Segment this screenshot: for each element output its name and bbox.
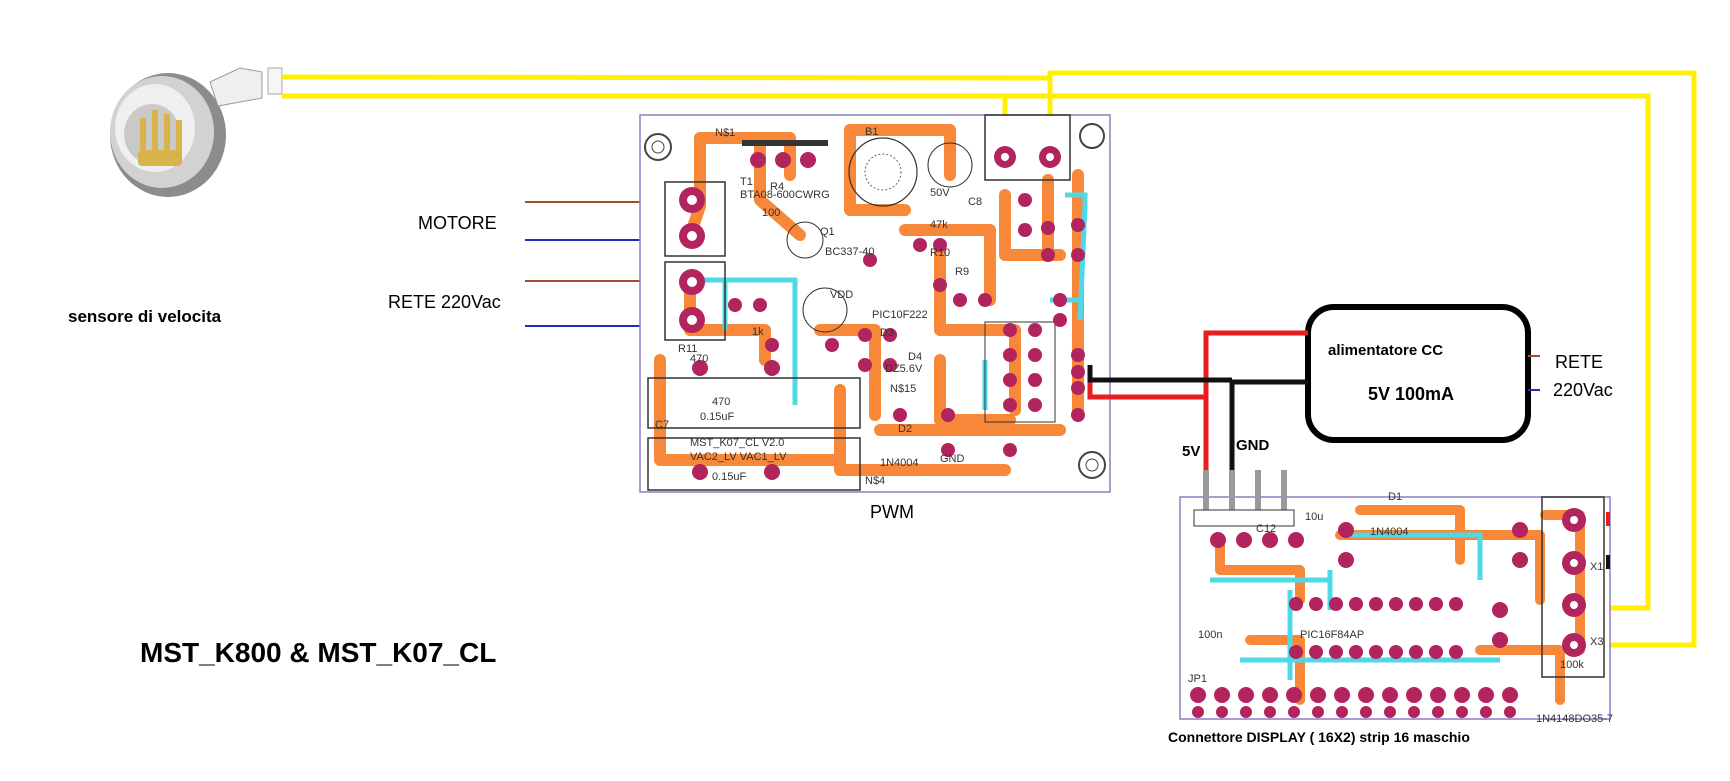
bridge-b1-label: B1 — [865, 126, 878, 138]
psu-mains-line1: RETE — [1555, 352, 1603, 372]
psu-spec: 5V 100mA — [1368, 384, 1454, 404]
resistor-r9-label: R9 — [955, 266, 969, 278]
resistor-100-label: 100 — [762, 207, 780, 219]
zener-label: DZ5.6V — [885, 363, 923, 375]
net-gnd-label: GND — [940, 453, 965, 465]
net-vdd-label: VDD — [830, 289, 853, 301]
cap-50v-label: 50V — [930, 187, 950, 199]
power-supply — [1305, 304, 1531, 443]
display-connector-label: Connettore DISPLAY ( 16X2) strip 16 masc… — [1168, 729, 1470, 745]
display-r100k-label: 100k — [1560, 659, 1584, 671]
supply-wires — [1087, 330, 1308, 497]
board-version-silk: MST_K07_CL V2.0 — [690, 437, 784, 449]
resistor-1k-label: 1k — [752, 326, 764, 338]
diode-d3-label: D3 — [880, 327, 894, 339]
pwm-ic-label: PIC10F222 — [872, 309, 928, 321]
motor-label: MOTORE — [418, 213, 497, 233]
display-c12-label: C12 — [1256, 523, 1276, 535]
cap-c8-label: C8 — [968, 196, 982, 208]
resistor-r11-label: R11 — [678, 343, 697, 355]
net-n4-label: N$4 — [865, 475, 885, 487]
net-vac-label: VAC2_LV VAC1_LV — [690, 451, 787, 463]
sensor-label: sensore di velocita — [68, 307, 222, 326]
display-1n4004-label: 1N4004 — [1370, 526, 1409, 538]
header-5v-label: 5V — [1182, 443, 1200, 460]
psu-mains-line2: 220Vac — [1553, 380, 1613, 400]
resistor-r10-label: R10 — [930, 247, 950, 259]
display-diode-label: 1N4148DO35-7 — [1536, 713, 1613, 725]
cap-c7-label: C7 — [655, 419, 669, 431]
net-n1-label: N$1 — [715, 127, 735, 139]
diode-label: 1N4004 — [880, 457, 919, 469]
resistor-470b-label: 470 — [712, 396, 730, 408]
psu-title: alimentatore CC — [1328, 342, 1443, 359]
display-board: PIC16F84AP 1N4148DO35-7 100k 100n JP1 X3… — [1179, 470, 1613, 725]
cap-value-bottom-label: 0.15uF — [712, 471, 747, 483]
diode-d4-label: D4 — [908, 351, 922, 363]
display-d1-label: D1 — [1388, 491, 1402, 503]
pwm-board-label: PWM — [870, 502, 914, 522]
sensor-wires — [281, 70, 1697, 648]
pwm-board: N$1 BTA08-600CWRG BC337-40 PIC10F222 VDD… — [639, 114, 1111, 493]
diode-d2-label: D2 — [898, 423, 912, 435]
triac-t1-label: T1 — [740, 176, 753, 188]
display-x3-label: X3 — [1590, 636, 1603, 648]
transistor-label: BC337-40 — [825, 246, 875, 258]
speed-sensor-image — [110, 67, 283, 197]
display-x1-label: X1 — [1590, 561, 1603, 573]
header-gnd-label: GND — [1236, 437, 1270, 454]
net-n15-label: N$15 — [890, 383, 916, 395]
display-10u-label: 10u — [1305, 511, 1323, 523]
resistor-r4-label: R4 — [770, 181, 784, 193]
display-c100n-label: 100n — [1198, 629, 1222, 641]
resistor-47k-label: 47k — [930, 219, 948, 231]
triac-label: BTA08-600CWRG — [740, 189, 830, 201]
diagram-title: MST_K800 & MST_K07_CL — [140, 637, 496, 668]
resistor-470-label: 470 — [690, 353, 708, 365]
transistor-q1-label: Q1 — [820, 226, 835, 238]
display-ic-label: PIC16F84AP — [1300, 629, 1364, 641]
display-jp1-label: JP1 — [1188, 673, 1207, 685]
cap-value-top-label: 0.15uF — [700, 411, 735, 423]
mains-label: RETE 220Vac — [388, 292, 501, 312]
